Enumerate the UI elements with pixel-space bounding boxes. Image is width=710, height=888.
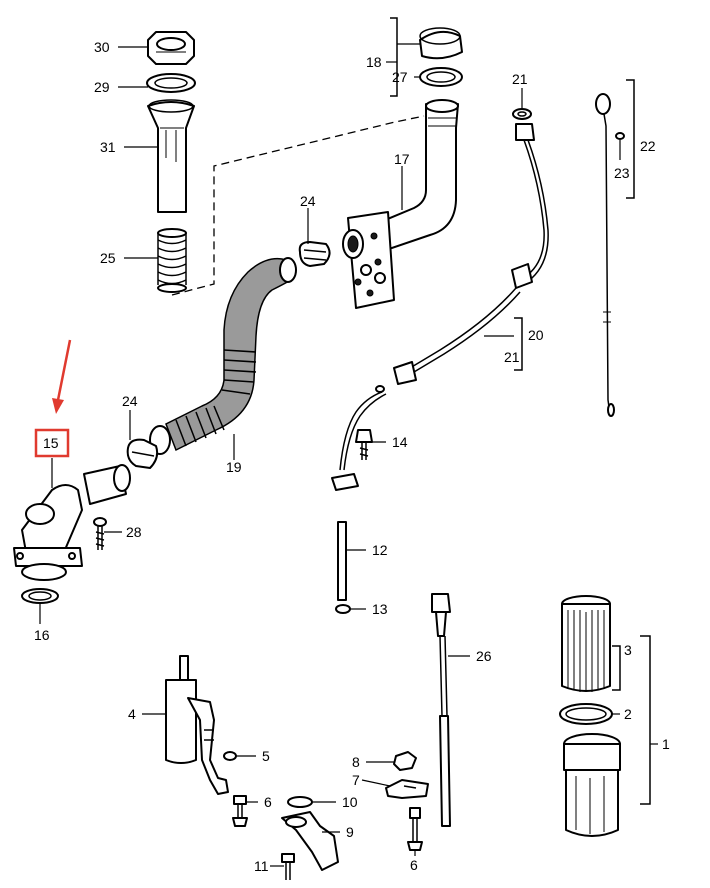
label-9: 9 bbox=[346, 824, 354, 840]
part-11-bolt bbox=[281, 853, 295, 880]
label-15: 15 bbox=[43, 435, 59, 451]
label-6-left: 6 bbox=[264, 794, 272, 810]
label-8: 8 bbox=[352, 754, 360, 770]
label-26: 26 bbox=[476, 648, 492, 664]
label-12: 12 bbox=[372, 542, 388, 558]
label-20: 20 bbox=[528, 327, 544, 343]
label-5: 5 bbox=[262, 748, 270, 764]
part-14-bolt bbox=[355, 429, 373, 460]
label-23: 23 bbox=[614, 165, 630, 181]
part-17-filler-neck bbox=[342, 99, 459, 309]
part-7-bracket bbox=[385, 779, 429, 799]
label-27: 27 bbox=[392, 69, 408, 85]
part-25-spring bbox=[157, 228, 187, 293]
label-4: 4 bbox=[128, 706, 136, 722]
label-11: 11 bbox=[254, 858, 269, 874]
highlight-arrow bbox=[52, 339, 72, 414]
label-3: 3 bbox=[624, 642, 632, 658]
label-13: 13 bbox=[372, 601, 388, 617]
part-10-gasket bbox=[287, 796, 313, 808]
part-31-filter-sleeve bbox=[147, 99, 195, 213]
part-3-filter-element bbox=[561, 595, 611, 692]
part-6-bolt-left bbox=[232, 795, 248, 827]
label-25: 25 bbox=[100, 250, 116, 266]
part-29-washer bbox=[146, 73, 196, 93]
part-5-washer bbox=[223, 751, 237, 761]
part-6-bolt-right bbox=[407, 807, 423, 851]
label-24-lower: 24 bbox=[122, 393, 138, 409]
part-9-pickup-tube bbox=[281, 811, 339, 871]
part-28-screw bbox=[93, 517, 107, 550]
part-13-washer bbox=[335, 604, 351, 614]
label-2: 2 bbox=[624, 706, 632, 722]
part-22-dipstick bbox=[595, 93, 615, 417]
part-18-filler-cap bbox=[419, 27, 463, 60]
part-20-dipstick-tube bbox=[393, 123, 549, 385]
label-6-right: 6 bbox=[410, 857, 418, 873]
label-7: 7 bbox=[352, 772, 360, 788]
label-17: 17 bbox=[394, 151, 410, 167]
part-24-hose-clamp-lower bbox=[126, 438, 159, 469]
part-23-o-ring bbox=[615, 132, 625, 140]
label-19: 19 bbox=[226, 459, 242, 475]
label-14: 14 bbox=[392, 434, 408, 450]
label-1: 1 bbox=[662, 736, 670, 752]
part-27-seal-ring bbox=[419, 67, 463, 87]
highlight-box-part-15 bbox=[34, 428, 70, 458]
label-22: 22 bbox=[640, 138, 656, 154]
label-16: 16 bbox=[34, 627, 50, 643]
label-10: 10 bbox=[342, 794, 358, 810]
leader-lines bbox=[39, 17, 658, 867]
part-30-cap-nut bbox=[147, 31, 195, 65]
label-29: 29 bbox=[94, 79, 110, 95]
part-21-seal bbox=[512, 108, 532, 120]
label-28: 28 bbox=[126, 524, 142, 540]
part-16-gasket bbox=[21, 588, 59, 604]
part-15-elbow-fitting bbox=[13, 464, 131, 581]
label-24-upper: 24 bbox=[300, 193, 316, 209]
part-1-filter-housing bbox=[563, 733, 621, 837]
label-30: 30 bbox=[94, 39, 110, 55]
part-26-sensor-rod bbox=[431, 593, 451, 827]
part-4-pump-body bbox=[165, 655, 229, 795]
label-21-upper: 21 bbox=[512, 71, 528, 87]
label-21-lower: 21 bbox=[504, 349, 520, 365]
part-24-hose-clamp-upper bbox=[298, 241, 331, 267]
part-12-oil-tube bbox=[331, 385, 387, 601]
part-2-seal-ring bbox=[559, 703, 613, 725]
part-labels: 30 29 31 25 18 27 17 24 21 20 21 22 23 1… bbox=[34, 39, 670, 874]
label-18: 18 bbox=[366, 54, 382, 70]
part-8-nut bbox=[393, 751, 417, 771]
label-31: 31 bbox=[100, 139, 116, 155]
